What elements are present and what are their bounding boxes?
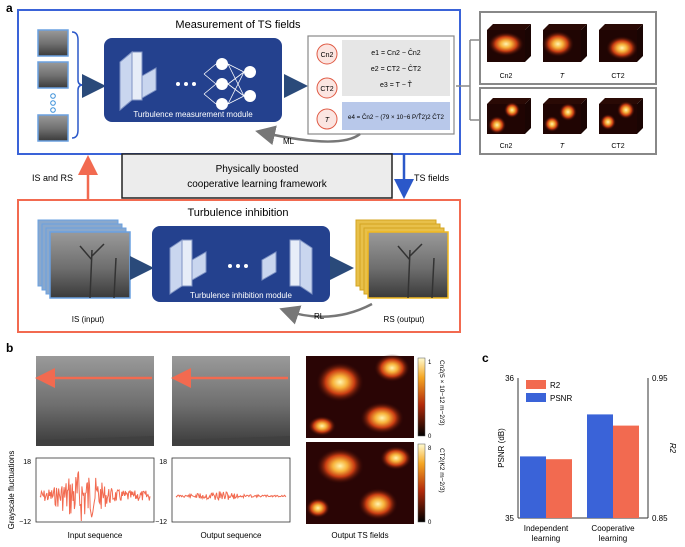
cube-label-top-cn2: Cn2 — [500, 73, 513, 80]
input-signal-plot — [35, 457, 155, 523]
cube-connector — [456, 39, 480, 121]
physics-equation-box — [342, 102, 450, 130]
bar-psnr-1 — [587, 414, 613, 518]
heatmap-cn2 — [306, 354, 414, 438]
cb1-label: Cn2(5 × 10−12 m−2/3) — [438, 360, 445, 426]
cb1-min: 0 — [428, 434, 432, 440]
cube-bottom-cn2 — [487, 98, 531, 134]
turbulence-measurement-module — [104, 38, 282, 122]
y2-tick-085: 0.85 — [652, 514, 668, 523]
is-input-label: IS (input) — [72, 315, 105, 324]
inhibition-box — [17, 199, 461, 333]
output-nodes — [316, 43, 338, 130]
panel-b-letter: b — [6, 341, 13, 355]
output-sequence-label: Output sequence — [201, 531, 262, 540]
output-frame-image — [172, 356, 290, 446]
ts-fields-group-bottom — [479, 87, 657, 155]
equation-e4: e4 = Ĉn2 − (79 × 10−6 P/T̂2)2 ĈT2 — [348, 114, 445, 121]
ts-fields-group-top — [479, 11, 657, 85]
cube-top-cn2 — [487, 24, 531, 62]
ml-label: ML — [283, 137, 295, 146]
panel-c-letter: c — [482, 351, 489, 365]
node-cn2: Cn2 — [321, 52, 334, 59]
legend-label-psnr: PSNR — [550, 394, 572, 403]
bar-psnr-0 — [520, 456, 546, 518]
cube-label-bottom-cn2: Cn2 — [500, 143, 513, 150]
legend-label-r2: R2 — [550, 381, 561, 390]
cb2-min: 0 — [428, 520, 432, 526]
cube-bottom-ct2 — [599, 98, 643, 134]
cat1-line2: learning — [532, 534, 560, 543]
cube-label-top-ct2: CT2 — [611, 73, 624, 80]
y-top-tick: 18 — [23, 459, 31, 466]
is-input-stack — [37, 219, 131, 299]
equation-e3: e3 = T − T̂ — [380, 81, 413, 89]
bar-r2-1 — [613, 425, 639, 518]
cat2-line1: Cooperative — [591, 524, 635, 533]
y-bottom-tick: −12 — [19, 519, 31, 526]
ml-loop-arrow — [255, 125, 361, 146]
output-signal-trace — [175, 490, 287, 501]
grayscale-axis-label: Grayscale fluctuations — [7, 451, 16, 530]
cat1-line1: Independent — [524, 524, 569, 533]
cube-label-bottom-ct2: CT2 — [611, 143, 624, 150]
y2-axis-label: R2 — [668, 443, 677, 454]
measurement-input-frames — [37, 29, 84, 142]
is-and-rs-label: IS and RS — [32, 173, 73, 183]
cube-top-ct2 — [599, 24, 643, 62]
heatmap-ct2 — [306, 442, 414, 524]
input-signal-trace — [39, 471, 151, 522]
colorbar-cn2 — [417, 357, 426, 437]
error-terms-box — [342, 40, 450, 96]
legend-swatch-psnr — [526, 393, 546, 402]
y-bottom-tick-output: −12 — [155, 519, 167, 526]
y-top-tick-output: 18 — [159, 459, 167, 466]
cat2-line2: learning — [599, 534, 627, 543]
framework-line1: Physically boosted — [216, 164, 299, 175]
cb2-label: CT2(K2 m−2/3) — [438, 448, 445, 493]
tim-label: Turbulence inhibition module — [190, 291, 293, 300]
node-t: T — [325, 117, 330, 124]
rl-loop-arrow — [279, 302, 373, 325]
legend-swatch-r2 — [526, 380, 546, 389]
cb1-max: 1 — [428, 360, 432, 366]
inhibition-title: Turbulence inhibition — [187, 207, 288, 219]
panel-a-letter: a — [6, 1, 13, 15]
cb2-max: 8 — [428, 446, 432, 452]
node-ct2: CT2 — [320, 86, 333, 93]
tim-network-icon — [169, 239, 313, 295]
input-frame-image — [36, 356, 154, 446]
cube-bottom-t — [543, 98, 587, 134]
rs-output-stack — [355, 219, 449, 299]
tmm-label: Turbulence measurement module — [133, 110, 253, 119]
equation-e2: e2 = CT2 − ĈT2 — [371, 64, 421, 73]
framework-box — [121, 153, 393, 199]
rs-output-label: RS (output) — [384, 315, 425, 324]
colorbar-ct2 — [417, 443, 426, 523]
rl-label: RL — [314, 312, 325, 321]
equation-e1: e1 = Cn2 − Ĉn2 — [371, 48, 421, 57]
y2-tick-095: 0.95 — [652, 374, 668, 383]
input-sequence-label: Input sequence — [68, 531, 123, 540]
framework-line2: cooperative learning framework — [187, 179, 328, 190]
output-signal-plot — [171, 457, 291, 523]
cube-top-t — [542, 24, 587, 62]
cube-label-top-t: T — [560, 73, 565, 80]
measurement-title: Measurement of TS fields — [175, 19, 301, 31]
y-tick-35: 35 — [505, 514, 514, 523]
turbulence-inhibition-module — [152, 226, 330, 302]
output-ts-fields-label: Output TS fields — [331, 531, 388, 540]
y-tick-36: 36 — [505, 374, 514, 383]
y-axis-label: PSNR (dB) — [497, 428, 506, 468]
ts-fields-label: TS fields — [414, 173, 450, 183]
cube-label-bottom-t: T — [560, 143, 565, 150]
bar-r2-0 — [546, 459, 572, 518]
tmm-network-icon — [119, 50, 256, 112]
